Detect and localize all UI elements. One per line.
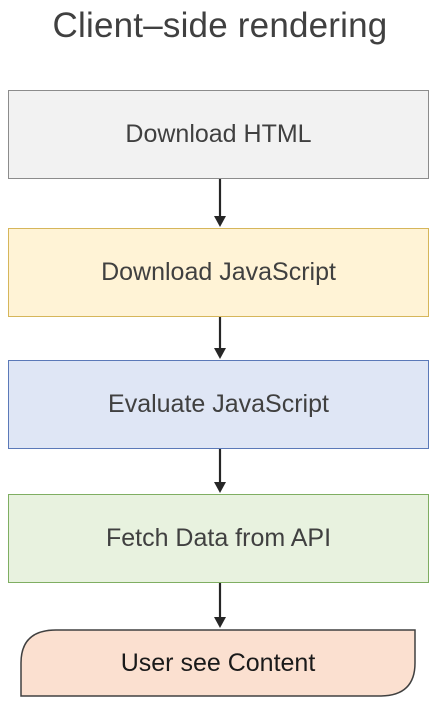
step-label: Evaluate JavaScript xyxy=(108,390,329,418)
step-evaluate-javascript: Evaluate JavaScript xyxy=(8,360,429,449)
step-label: Fetch Data from API xyxy=(105,524,332,552)
arrow-down-icon xyxy=(200,583,240,629)
arrow-down-icon xyxy=(200,179,240,228)
step-label: Download HTML xyxy=(125,120,312,148)
final-step-user-sees-content: User see Content xyxy=(20,629,416,697)
diagram-title: Client–side rendering xyxy=(52,6,388,45)
step-download-javascript: Download JavaScript xyxy=(8,228,429,317)
step-download-html: Download HTML xyxy=(8,90,429,179)
arrow-down-icon xyxy=(200,317,240,360)
arrow-down-icon xyxy=(200,449,240,494)
final-step-label: User see Content xyxy=(120,648,316,677)
step-label: Download JavaScript xyxy=(101,258,336,286)
terminal-shape xyxy=(20,629,416,697)
step-fetch-data: Fetch Data from API xyxy=(8,494,429,583)
